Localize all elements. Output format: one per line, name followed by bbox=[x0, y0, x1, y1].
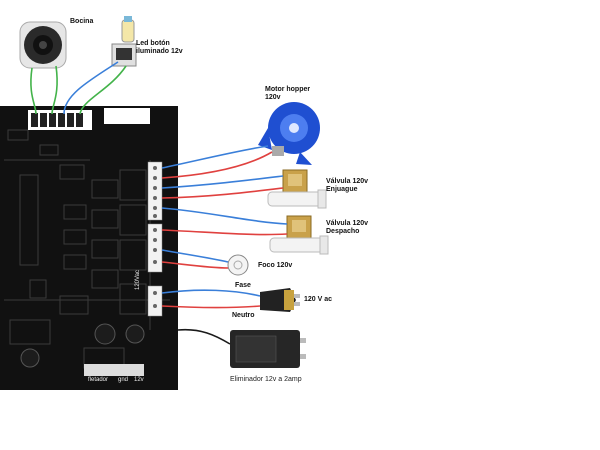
hopper-motor-component bbox=[258, 102, 320, 165]
dispense-valve-label: Válvula 120v Despacho bbox=[326, 220, 369, 235]
dispense-valve-component bbox=[269, 215, 329, 255]
board-bottom-label-1: fletador bbox=[88, 377, 109, 383]
speaker-label: Bocina bbox=[70, 18, 94, 25]
board-bottom-label-2: gnd bbox=[118, 377, 129, 383]
board-bottom-label-3: 12v bbox=[134, 377, 144, 383]
mains-plug-component bbox=[260, 288, 300, 312]
mains-label: 120 V ac bbox=[304, 296, 333, 303]
phase-label: Fase bbox=[235, 282, 251, 289]
bulb-component bbox=[227, 254, 249, 276]
hopper-motor-label: Motor hopper 120v bbox=[265, 86, 311, 101]
led-button-component bbox=[111, 16, 137, 67]
power-adapter-component bbox=[230, 330, 306, 368]
board-ac-label: 120Vac bbox=[135, 270, 141, 290]
power-adapter-label: Eliminador 12v a 2amp bbox=[230, 376, 302, 383]
control-board bbox=[0, 106, 178, 390]
neutral-label: Neutro bbox=[232, 312, 255, 319]
rinse-valve-label: Válvula 120v Enjuague bbox=[326, 178, 369, 193]
rinse-valve-component bbox=[267, 169, 327, 209]
speaker-component bbox=[19, 21, 67, 69]
led-button-label: Led botón iluminado 12v bbox=[136, 40, 183, 55]
bulb-label: Foco 120v bbox=[258, 262, 293, 269]
